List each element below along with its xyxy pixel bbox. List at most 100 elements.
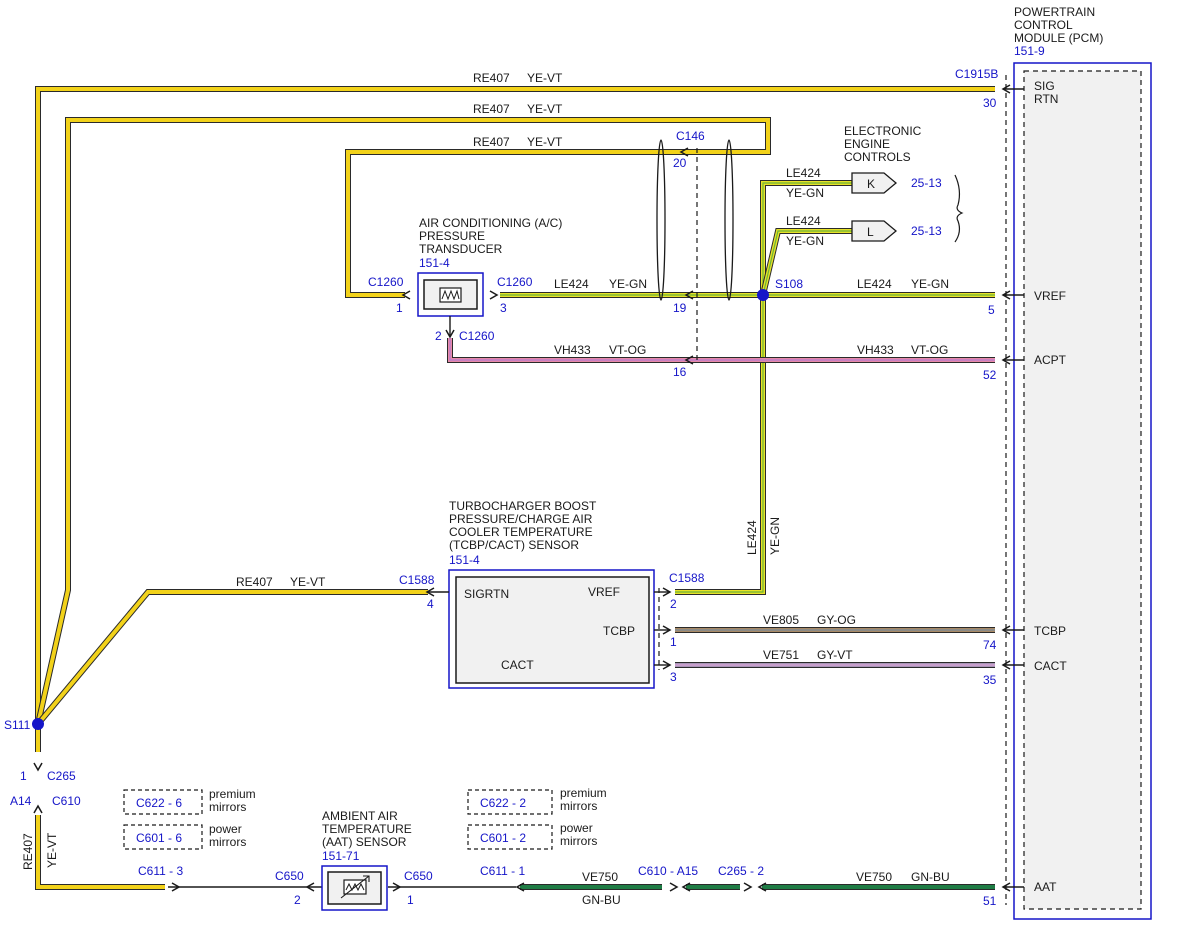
eec-ref-k[interactable]: 25-13	[911, 176, 942, 190]
wire-label-vh433-sensor: VH433	[554, 343, 591, 357]
arrow-c650-1	[392, 882, 402, 892]
splice-s108-label: S108	[775, 277, 803, 291]
twist-marker-right	[724, 139, 734, 301]
eec-brace-icon	[954, 174, 964, 243]
c610-label[interactable]: C610	[52, 794, 81, 808]
wire-label-le424-sensor: LE424	[554, 277, 589, 291]
splice-s108[interactable]	[757, 289, 769, 301]
pcm-pin-35: 35	[983, 673, 997, 687]
acpt-title-1: AIR CONDITIONING (A/C)	[419, 216, 562, 230]
c265-label[interactable]: C265	[47, 769, 76, 783]
wire-label-yevt-top: YE-VT	[527, 71, 563, 85]
c146-label[interactable]: C146	[676, 129, 705, 143]
pcm-pin-rtn: RTN	[1034, 92, 1058, 106]
c146-connector: C146 20 19 16	[656, 129, 734, 379]
wire-label-gnbu-left: GN-BU	[582, 893, 621, 907]
splice-s111[interactable]	[32, 718, 44, 730]
option-box-c622-2[interactable]	[467, 789, 553, 815]
wire-label-yevt-mid: YE-VT	[527, 102, 563, 116]
pcm-pin-74: 74	[983, 638, 997, 652]
pcm-body	[1023, 70, 1142, 910]
pcm-pin-vref: VREF	[1034, 289, 1066, 303]
aat-ref[interactable]: 151-71	[322, 849, 360, 863]
arrow-c611-3	[171, 882, 181, 892]
eec-references: ELECTRONIC ENGINE CONTROLS K L 25-13 25-…	[844, 124, 964, 243]
eec-tag-l[interactable]	[851, 220, 898, 242]
wire-label-vtog-sensor: VT-OG	[609, 343, 646, 357]
option-c622-6-label-1: premium	[209, 787, 256, 801]
wire-label-yevt-c146: YE-VT	[527, 135, 563, 149]
option-c622-2-label-1: premium	[560, 786, 607, 800]
wire-label-ve805: VE805	[763, 613, 799, 627]
eec-tag-k[interactable]	[851, 172, 898, 194]
tcbp-ref[interactable]: 151-4	[449, 553, 480, 567]
tcbp-outline	[448, 569, 655, 689]
arrow-c1260-3	[489, 290, 499, 300]
c611-1-label[interactable]: C611 - 1	[480, 864, 525, 878]
option-box-c622-6[interactable]	[123, 789, 203, 815]
c1588-label-left[interactable]: C1588	[399, 573, 435, 587]
c1588-pin-1: 1	[670, 635, 677, 649]
eec-title-3: CONTROLS	[844, 150, 911, 164]
eec-ref-l[interactable]: 25-13	[911, 224, 942, 238]
c1260-pin-1: 1	[396, 301, 403, 315]
arrow-c265-2-right	[757, 882, 767, 892]
ve805-ve751-wires: VE805 GY-OG VE751 GY-VT	[675, 613, 995, 668]
tcbp-pin-sigrtn: SIGRTN	[464, 587, 509, 601]
c1588-pin-4: 4	[427, 597, 434, 611]
tcbp-title-3: COOLER TEMPERATURE	[449, 525, 593, 539]
pcm-pin-sig: SIG	[1034, 79, 1055, 93]
c610-a15-label[interactable]: C610 - A15	[638, 864, 698, 878]
wire-label-re407-mid: RE407	[473, 102, 510, 116]
tcbp-pin-tcbp: TCBP	[603, 624, 635, 638]
option-box-c601-2[interactable]	[467, 824, 553, 850]
option-c601-6-label-1: power	[209, 822, 242, 836]
option-c622-2-label-2: mirrors	[560, 799, 597, 813]
c650-label-right[interactable]: C650	[404, 869, 433, 883]
c610-pin-a14: A14	[10, 794, 32, 808]
pcm-title-2: CONTROL	[1014, 18, 1073, 32]
c1260-label-bottom[interactable]: C1260	[459, 329, 495, 343]
arrow-c146-20	[679, 147, 689, 157]
arrow-c265-1	[33, 762, 43, 772]
ac-pressure-transducer: AIR CONDITIONING (A/C) PRESSURE TRANSDUC…	[368, 216, 562, 343]
c611-3-label[interactable]: C611 - 3	[138, 864, 183, 878]
option-c622-6-label-2: mirrors	[209, 800, 246, 814]
arrow-c610-a14	[33, 804, 43, 814]
c1260-pin-2: 2	[435, 329, 442, 343]
c1588-pin-3: 3	[670, 670, 677, 684]
eec-tag-l-label: L	[867, 225, 874, 239]
pcm-pin-aat: AAT	[1034, 880, 1057, 894]
arrow-c1260-1	[401, 290, 411, 300]
tcbp-title-2: PRESSURE/CHARGE AIR	[449, 512, 593, 526]
option-box-c601-6[interactable]	[123, 824, 203, 850]
pcm-module: POWERTRAIN CONTROL MODULE (PCM) 151-9 SI…	[955, 5, 1152, 920]
arrow-c1588-4	[425, 587, 435, 597]
splice-s111-label: S111	[4, 718, 31, 732]
pcm-pin-tcbp: TCBP	[1034, 624, 1066, 638]
pcm-connector-label[interactable]: C1915B	[955, 67, 998, 81]
aat-sensor: AMBIENT AIR TEMPERATURE (AAT) SENSOR 151…	[138, 809, 764, 911]
c265-2-label[interactable]: C265 - 2	[718, 864, 764, 878]
c265-pin-1: 1	[20, 769, 27, 783]
acpt-ref[interactable]: 151-4	[419, 256, 450, 270]
pcm-ref[interactable]: 151-9	[1014, 44, 1045, 58]
tcbp-cact-sensor: TURBOCHARGER BOOST PRESSURE/CHARGE AIR C…	[399, 499, 705, 689]
arrow-c265-2-left	[743, 882, 753, 892]
c1260-label-left[interactable]: C1260	[368, 275, 404, 289]
wire-label-gyvt: GY-VT	[817, 648, 853, 662]
tcbp-title-4: (TCBP/CACT) SENSOR	[449, 538, 579, 552]
c650-label-left[interactable]: C650	[275, 869, 304, 883]
wire-label-le424-k: LE424	[786, 166, 821, 180]
pcm-pin-5: 5	[988, 303, 995, 317]
pcm-pin-cact: CACT	[1034, 659, 1067, 673]
wire-label-ve750-right: VE750	[856, 870, 892, 884]
c650-pin-1: 1	[407, 893, 414, 907]
c1588-label-right[interactable]: C1588	[669, 571, 705, 585]
c1260-label-right[interactable]: C1260	[497, 275, 533, 289]
aat-title-3: (AAT) SENSOR	[322, 835, 407, 849]
pcm-pin-acpt: ACPT	[1034, 353, 1067, 367]
option-c622-2-code: C622 - 2	[480, 796, 526, 810]
wire-label-re407-c146: RE407	[473, 135, 510, 149]
